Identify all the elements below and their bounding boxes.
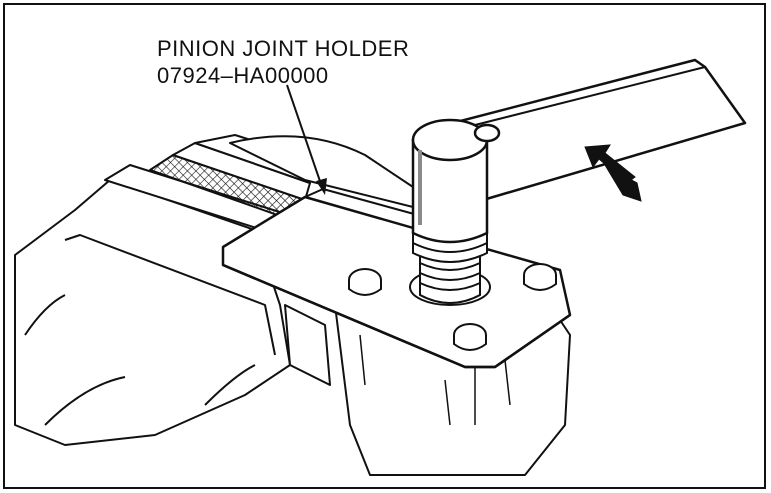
illustration — [14, 58, 747, 476]
pinion-shaft — [409, 233, 491, 306]
callout-leader — [286, 84, 324, 191]
holder-plate — [221, 188, 572, 369]
callout-name: PINION JOINT HOLDER — [157, 36, 410, 61]
bolt-icon — [348, 263, 557, 351]
diagram-frame: PINION JOINT HOLDER 07924–HA00000 — [3, 3, 766, 489]
callout-leader-tip — [316, 178, 327, 195]
arrow-icon — [584, 144, 642, 202]
vise-body — [14, 179, 331, 446]
callout-part-number: 07924–HA00000 — [157, 63, 329, 88]
vise-jaw — [104, 134, 311, 238]
socket — [411, 118, 501, 244]
